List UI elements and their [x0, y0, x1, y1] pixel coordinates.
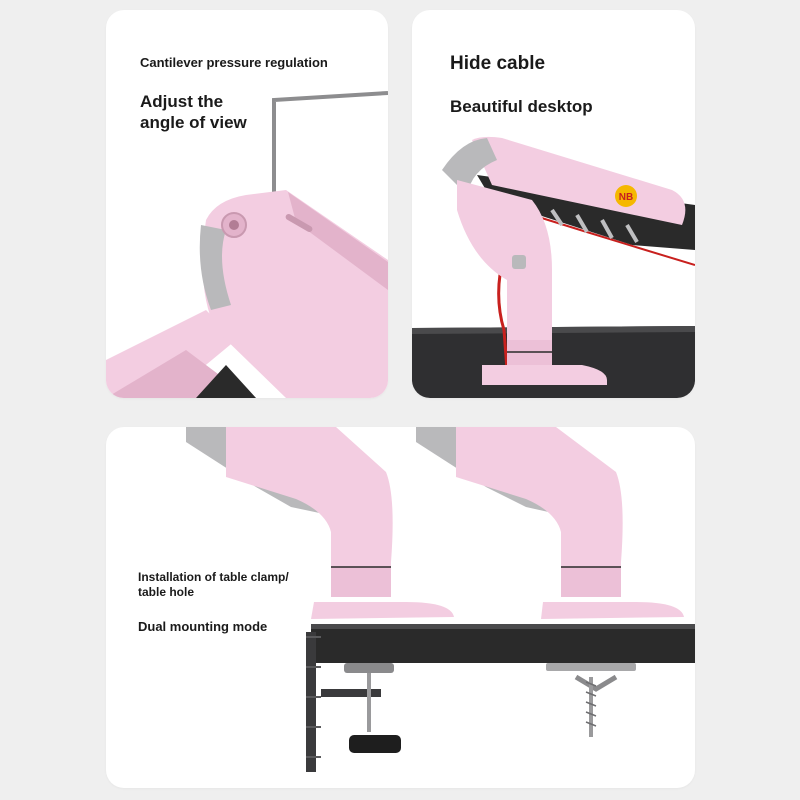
caption-install-line2: table hole — [138, 585, 195, 599]
nb-logo-icon — [615, 185, 637, 207]
arm-joint-illustration — [106, 91, 388, 398]
caption-install-line1: Installation of table clamp/ — [138, 570, 289, 584]
subcaption-desktop: Beautiful desktop — [450, 97, 593, 116]
cable-management-illustration: NB — [412, 136, 695, 398]
panel-hide-cable: NB Hide cable Beautiful desktop — [412, 10, 695, 398]
headline-angle: angle of view — [140, 113, 247, 132]
panel-dual-mounting: Installation of table clamp/ table hole … — [106, 427, 695, 788]
hex-key-icon — [272, 91, 388, 200]
nb-badge-text: NB — [619, 192, 633, 203]
subcaption-dual-mounting: Dual mounting mode — [138, 619, 268, 634]
caption-hide-cable: Hide cable — [450, 53, 546, 74]
caption-pressure: Cantilever pressure regulation — [140, 55, 328, 70]
panel-pressure-regulation: Cantilever pressure regulation Adjust th… — [106, 10, 388, 398]
headline-adjust: Adjust the — [140, 92, 224, 111]
dual-mount-illustration — [186, 427, 695, 772]
